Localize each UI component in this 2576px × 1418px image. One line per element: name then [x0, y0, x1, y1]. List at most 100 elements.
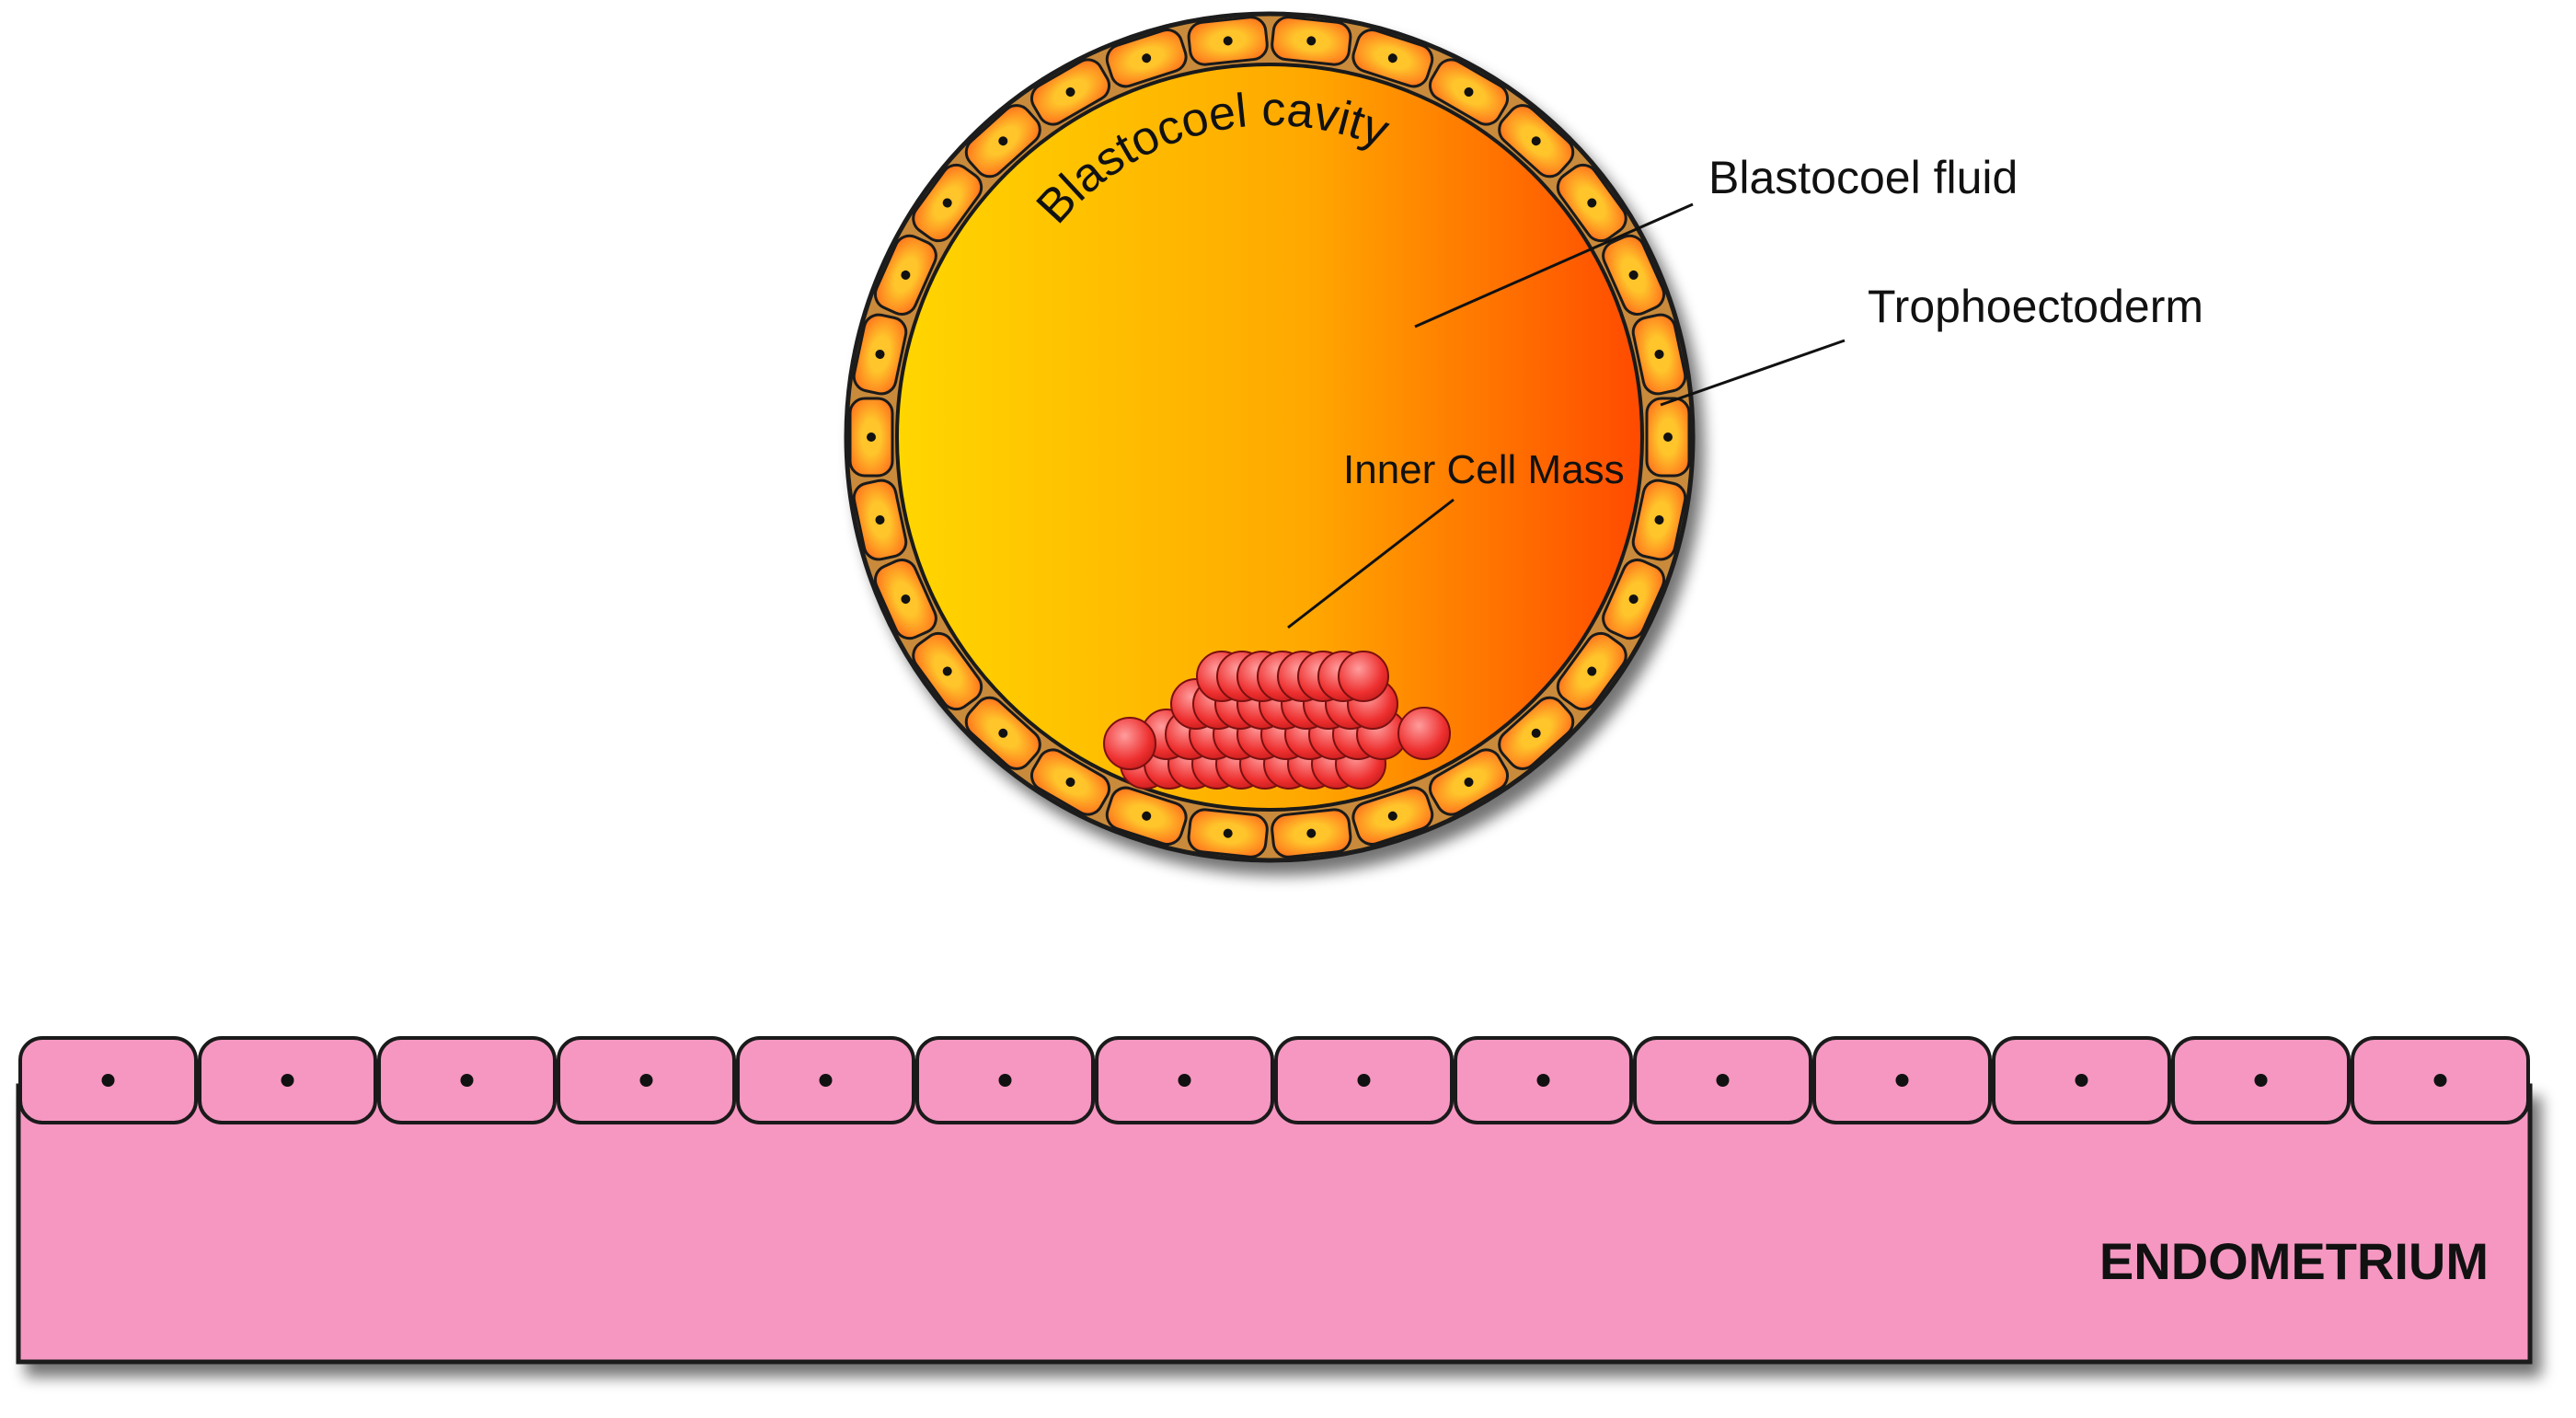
nucleus	[1223, 36, 1233, 46]
inner-cell	[1338, 651, 1389, 702]
trophoectoderm-cell	[912, 631, 983, 711]
nucleus	[1531, 728, 1541, 738]
endometrium-label: ENDOMETRIUM	[2099, 1232, 2489, 1290]
trophoectoderm-cell	[873, 234, 937, 316]
nucleus	[1895, 1074, 1909, 1087]
nucleus	[2075, 1074, 2088, 1087]
nucleus	[101, 1074, 115, 1087]
inner-cell	[1103, 717, 1156, 770]
trophoectoderm-cell	[873, 559, 937, 640]
nucleus	[819, 1074, 833, 1087]
trophoectoderm-cell	[1428, 58, 1510, 126]
blastocyst: Blastocoel cavity	[844, 11, 1696, 863]
inner-cell	[1397, 707, 1451, 760]
nucleus	[1065, 87, 1075, 97]
nucleus	[1387, 811, 1397, 821]
endometrium-cell	[1633, 1036, 1812, 1124]
endometrium-cell	[915, 1036, 1095, 1124]
trophoectoderm-cell	[1428, 748, 1510, 816]
trophoectoderm-leader-line	[1660, 339, 1846, 407]
trophoectoderm-cell	[1498, 104, 1575, 179]
endometrium-cell	[1992, 1036, 2171, 1124]
trophoectoderm-cell	[1271, 808, 1352, 859]
nucleus	[2433, 1074, 2447, 1087]
nucleus	[281, 1074, 294, 1087]
trophoectoderm-cell	[1029, 748, 1111, 816]
trophoectoderm-layer	[848, 16, 1691, 859]
nucleus	[998, 728, 1008, 738]
nucleus	[1142, 811, 1152, 821]
nucleus	[1628, 270, 1639, 280]
trophoectoderm-cell	[1631, 313, 1687, 396]
nucleus	[1306, 828, 1317, 838]
nucleus	[1663, 432, 1673, 442]
nucleus	[1223, 828, 1233, 838]
trophoectoderm-cell	[1602, 234, 1666, 316]
trophoectoderm-cell	[1631, 478, 1687, 561]
trophoectoderm-cell	[1556, 631, 1627, 711]
nucleus	[867, 432, 876, 442]
nucleus	[998, 136, 1008, 146]
endometrium-cell	[2171, 1036, 2351, 1124]
nucleus	[942, 666, 952, 676]
nucleus	[901, 594, 911, 605]
trophoectoderm-cell	[848, 397, 894, 478]
trophoectoderm-cell	[912, 163, 983, 243]
endometrium-cell	[198, 1036, 377, 1124]
trophoectoderm-cell	[1187, 808, 1269, 859]
endometrium-cell	[736, 1036, 915, 1124]
endometrium-cell	[377, 1036, 557, 1124]
trophoectoderm-cell	[1351, 786, 1434, 846]
trophoectoderm-cell	[852, 478, 908, 561]
endometrium-tissue	[16, 1083, 2533, 1365]
nucleus	[1387, 53, 1397, 63]
trophoectoderm-label: Trophoectoderm	[1868, 281, 2203, 332]
nucleus	[942, 198, 952, 208]
endometrium-cell	[1095, 1036, 1274, 1124]
inner-cell-mass-label: Inner Cell Mass	[1343, 447, 1625, 492]
nucleus	[639, 1074, 653, 1087]
endometrium-cell	[18, 1036, 198, 1124]
blastocoel-cavity	[895, 63, 1644, 812]
nucleus	[875, 515, 885, 525]
trophoectoderm-cell	[1498, 696, 1575, 770]
nucleus	[1654, 350, 1664, 359]
nucleus	[1587, 666, 1597, 676]
nucleus	[1654, 515, 1664, 525]
trophoectoderm-cell	[1187, 16, 1269, 66]
inner-cell-mass	[1103, 651, 1451, 790]
trophoectoderm-cell	[964, 104, 1041, 179]
nucleus	[1065, 778, 1075, 787]
nucleus	[1357, 1074, 1371, 1087]
nucleus	[901, 270, 911, 280]
endometrium-cell	[1274, 1036, 1454, 1124]
nucleus	[1531, 136, 1541, 146]
trophoectoderm-cell	[1271, 16, 1352, 66]
blastocoel-fluid-label: Blastocoel fluid	[1708, 152, 2018, 203]
nucleus	[1464, 778, 1474, 787]
endometrium-cell	[1812, 1036, 1992, 1124]
trophoectoderm-cell	[1351, 29, 1434, 88]
trophoectoderm-cell	[964, 696, 1041, 770]
nucleus	[1306, 36, 1317, 46]
trophoectoderm-cell	[1556, 163, 1627, 243]
nucleus	[460, 1074, 474, 1087]
blastocoel-fluid-leader-line	[1414, 202, 1694, 329]
nucleus	[998, 1074, 1012, 1087]
nucleus	[1587, 198, 1597, 208]
nucleus	[1628, 594, 1639, 605]
endometrium-epithelial-layer	[18, 1036, 2530, 1124]
nucleus	[875, 350, 885, 359]
endometrium-cell	[1454, 1036, 1633, 1124]
trophoectoderm-cell	[1105, 786, 1188, 846]
endometrium-cell	[2351, 1036, 2530, 1124]
trophoectoderm-cell	[1029, 58, 1111, 126]
trophoectoderm-cell	[852, 313, 908, 396]
nucleus	[1716, 1074, 1730, 1087]
trophoectoderm-cell	[1645, 397, 1691, 478]
inner-cell-mass-leader-line	[1287, 498, 1455, 629]
nucleus	[1464, 87, 1474, 97]
endometrium-cell	[557, 1036, 736, 1124]
endometrium: ENDOMETRIUM	[16, 1036, 2533, 1365]
